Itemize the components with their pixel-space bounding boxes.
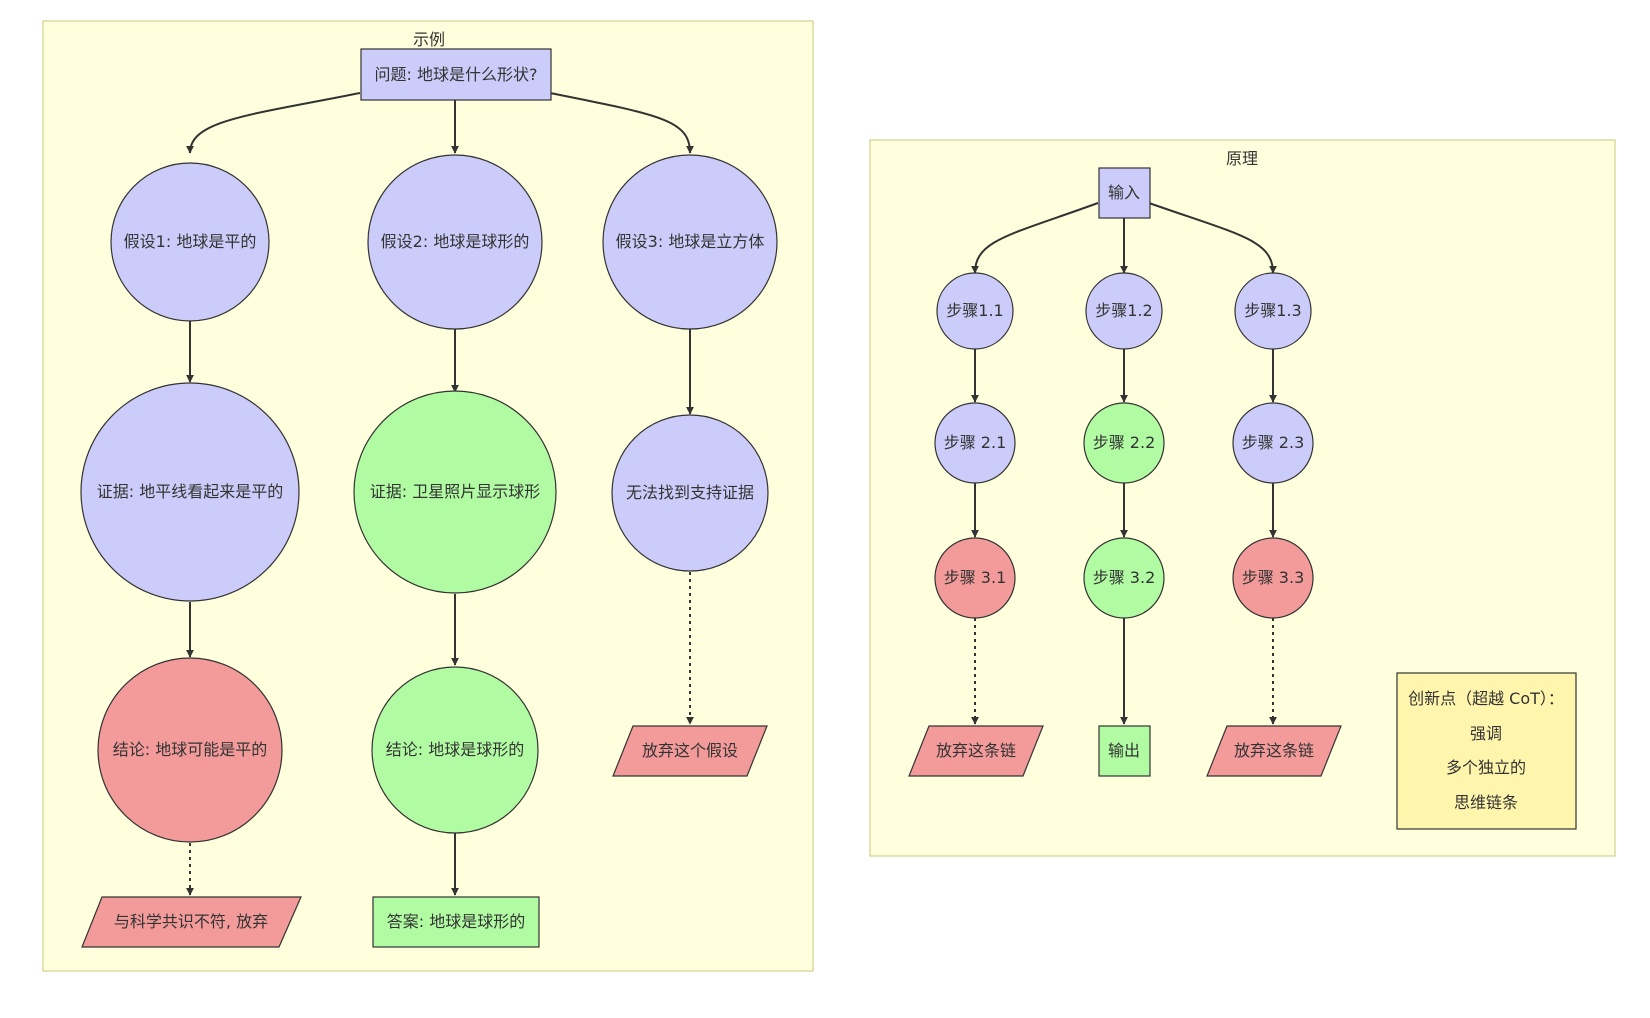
hypothesis-3-label: 假设3: 地球是立方体 [616,232,765,251]
chain-1-outcome-node: 放弃这条链 [908,725,1044,777]
innovation-note-box [1396,672,1577,830]
step-3-2-circle [1083,537,1165,619]
evidence-2-label: 证据: 卫星照片显示球形 [370,482,540,501]
conclusion-2-circle [371,666,539,834]
step-1-1-circle [936,272,1014,350]
hypothesis-3-circle [602,154,778,330]
output-label: 输出 [1108,741,1140,760]
step-1-2-circle [1085,272,1163,350]
conclusion-1-label: 结论: 地球可能是平的 [113,740,267,759]
step-1-3-circle [1234,272,1312,350]
example-cluster-title: 示例 [413,30,445,49]
step-3-1-label: 步骤 3.1 [944,568,1007,587]
question-node: 问题: 地球是什么形状? [360,48,552,101]
innovation-note-line-1: 创新点（超越 CoT）： [1408,689,1564,708]
step-2-1-node: 步骤 2.1 [934,402,1016,484]
hypothesis-2-circle [367,154,543,330]
step-2-2-label: 步骤 2.2 [1093,433,1156,452]
example-edges [186,92,694,896]
step-1-1-node: 步骤1.1 [936,272,1014,350]
outcome-3-node: 放弃这个假设 [612,725,768,777]
question-label: 问题: 地球是什么形状? [375,65,538,84]
evidence-3-circle [611,414,769,572]
step-2-2-circle [1083,402,1165,484]
evidence-1-node: 证据: 地平线看起来是平的 [80,382,300,602]
principle-cluster-title: 原理 [1226,149,1258,168]
step-3-1-node: 步骤 3.1 [934,537,1016,619]
edge-input-to-step-1-3 [1148,202,1277,274]
conclusion-2-label: 结论: 地球是球形的 [386,740,524,759]
step-1-2-label: 步骤1.2 [1095,301,1152,320]
chain-3-outcome-node: 放弃这条链 [1206,725,1342,777]
outcome-1-node: 与科学共识不符, 放弃 [81,896,302,948]
step-2-1-circle [934,402,1016,484]
step-2-2-node: 步骤 2.2 [1083,402,1165,484]
outcome-3-label: 放弃这个假设 [642,741,738,760]
innovation-note-line-4: 思维链条 [1454,793,1518,812]
conclusion-1-circle [97,657,283,843]
chain-1-outcome-label: 放弃这条链 [936,741,1016,760]
answer-node: 答案: 地球是球形的 [372,896,540,948]
evidence-2-node: 证据: 卫星照片显示球形 [353,390,557,594]
question-box [360,48,552,101]
evidence-3-label: 无法找到支持证据 [626,483,754,502]
step-3-2-node: 步骤 3.2 [1083,537,1165,619]
chain-3-outcome-shape [1206,725,1342,777]
step-3-2-label: 步骤 3.2 [1093,568,1156,587]
output-box [1098,725,1151,777]
step-1-2-node: 步骤1.2 [1085,272,1163,350]
step-1-1-label: 步骤1.1 [946,301,1003,320]
step-2-3-circle [1232,402,1314,484]
conclusion-2-node: 结论: 地球是球形的 [371,666,539,834]
step-3-3-circle [1232,537,1314,619]
conclusion-1-node: 结论: 地球可能是平的 [97,657,283,843]
input-label: 输入 [1108,183,1140,202]
step-3-3-node: 步骤 3.3 [1232,537,1314,619]
chain-1-outcome-shape [908,725,1044,777]
answer-box [372,896,540,948]
input-box [1098,167,1151,219]
outcome-1-label: 与科学共识不符, 放弃 [114,912,268,931]
hypothesis-1-node: 假设1: 地球是平的 [110,162,270,322]
step-2-3-label: 步骤 2.3 [1242,433,1305,452]
evidence-1-label: 证据: 地平线看起来是平的 [97,482,283,501]
hypothesis-2-label: 假设2: 地球是球形的 [381,232,530,251]
evidence-2-circle [353,390,557,594]
answer-label: 答案: 地球是球形的 [387,912,525,931]
step-3-3-label: 步骤 3.3 [1242,568,1305,587]
evidence-3-node: 无法找到支持证据 [611,414,769,572]
hypothesis-1-circle [110,162,270,322]
step-1-3-label: 步骤1.3 [1244,301,1301,320]
hypothesis-1-label: 假设1: 地球是平的 [124,232,257,251]
hypothesis-2-node: 假设2: 地球是球形的 [367,154,543,330]
innovation-note: 创新点（超越 CoT）： 强调 多个独立的 思维链条 [1396,672,1577,830]
step-1-3-node: 步骤1.3 [1234,272,1312,350]
step-2-3-node: 步骤 2.3 [1232,402,1314,484]
input-node: 输入 [1098,167,1151,219]
innovation-note-line-2: 强调 [1470,724,1502,743]
principle-edges [971,202,1277,725]
edge-question-to-hypothesis-3 [549,92,694,154]
edge-input-to-step-1-1 [971,202,1099,274]
chain-3-outcome-label: 放弃这条链 [1234,741,1314,760]
output-node: 输出 [1098,725,1151,777]
edge-question-to-hypothesis-1 [186,92,361,154]
outcome-3-shape [612,725,768,777]
innovation-note-line-3: 多个独立的 [1446,758,1526,777]
step-3-1-circle [934,537,1016,619]
step-2-1-label: 步骤 2.1 [944,433,1007,452]
outcome-1-shape [81,896,302,948]
hypothesis-3-node: 假设3: 地球是立方体 [602,154,778,330]
evidence-1-circle [80,382,300,602]
